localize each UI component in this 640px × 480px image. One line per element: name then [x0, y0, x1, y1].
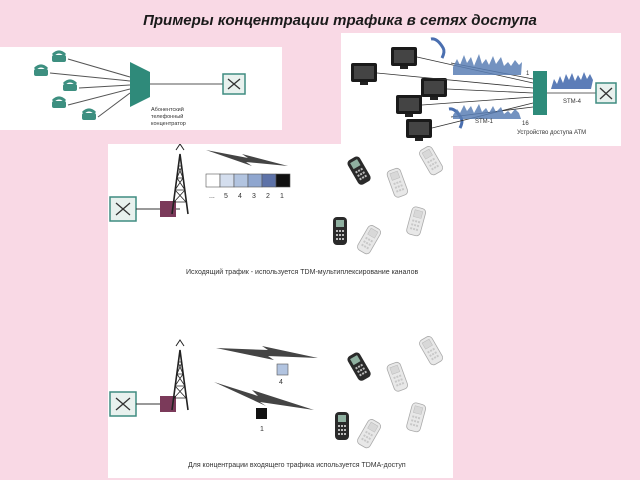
mobile-phone-icon	[385, 166, 410, 199]
phone-icon	[81, 108, 97, 120]
slot-label: 5	[224, 193, 228, 200]
telephone-concentrator-panel: Абонентский телефонный концентратор	[0, 47, 282, 130]
computer-icon	[421, 78, 447, 100]
concentrator-shape	[130, 62, 150, 107]
stm1-traffic-wave-lower	[453, 104, 521, 119]
slot-label: 2	[266, 193, 270, 200]
switch-box	[109, 391, 137, 417]
slot-label: 4	[238, 193, 242, 200]
stm1-label: STM-1	[475, 119, 494, 125]
mobile-phone-icon	[346, 351, 373, 383]
stm4-label: STM-4	[563, 99, 582, 105]
port-first-label: 1	[526, 71, 530, 77]
mobile-phone-icon	[346, 155, 373, 187]
atm-device	[533, 71, 547, 115]
atm-access-panel: 1 16 STM-4 STM-1 Устройство доступа АТМ	[341, 33, 621, 146]
concentrator-label-2: телефонный	[151, 113, 183, 120]
lightning-signal	[206, 150, 288, 166]
phone-icon	[51, 96, 67, 108]
mobile-phone-icon	[417, 144, 445, 177]
slot-label: 3	[252, 193, 256, 200]
port-last-label: 16	[522, 121, 529, 127]
computer-icon	[351, 63, 377, 85]
mobile-phone-icons	[333, 144, 445, 256]
concentrator-label-1: Абонентский	[151, 106, 184, 113]
mobile-phone-icon	[355, 223, 383, 256]
phone-icon	[62, 79, 78, 91]
computer-icon	[391, 47, 417, 69]
concentrator-label-3: концентратор	[151, 121, 186, 127]
tdma-slot-1	[256, 408, 267, 419]
mobile-phone-icon	[405, 205, 428, 238]
tdm-section: ... 5 4 3 2 1 Исходящий трафик - использ…	[109, 144, 445, 276]
computer-icon	[406, 119, 432, 141]
mobile-phone-icon	[333, 217, 347, 245]
switch-symbol	[227, 78, 241, 90]
slot-label: 1	[280, 193, 284, 200]
subscriber-lines	[49, 58, 223, 118]
slot-label: ...	[209, 193, 215, 200]
switch-symbol	[599, 87, 613, 100]
tdm-frame	[205, 173, 291, 188]
page-title: Примеры концентрации трафика в сетях дос…	[143, 12, 537, 29]
phone-icon	[430, 37, 446, 59]
mobile-phone-icon	[335, 412, 349, 440]
mobile-phone-icon	[417, 334, 445, 367]
mobile-access-panel: ... 5 4 3 2 1 Исходящий трафик - использ…	[108, 144, 453, 478]
mobile-phone-icons	[335, 334, 445, 450]
stm1-traffic-wave	[453, 54, 522, 75]
lightning-signal	[214, 382, 314, 410]
tdm-caption: Исходящий трафик - используется TDM-муль…	[186, 268, 418, 276]
phone-icons	[33, 50, 97, 120]
switch-box	[109, 196, 137, 222]
phone-icon	[33, 64, 49, 76]
stm4-traffic-wave	[551, 72, 593, 89]
tdma-caption: Для концентрации входящего трафика испол…	[188, 462, 406, 469]
lightning-signal	[216, 346, 318, 360]
computer-icon	[396, 95, 422, 117]
tdma-slot-4	[276, 363, 289, 376]
atm-device-label: Устройство доступа АТМ	[517, 129, 586, 136]
mobile-phone-icon	[385, 360, 410, 393]
mobile-phone-icon	[405, 401, 428, 434]
mobile-phone-icon	[355, 417, 383, 450]
computer-icons	[351, 47, 447, 141]
tdma-slot-1-label: 1	[260, 426, 264, 433]
phone-icon	[51, 50, 67, 62]
tdma-slot-4-label: 4	[279, 379, 283, 386]
tdma-section: 4 1 Для концентрации входящего трафика и…	[109, 334, 445, 469]
